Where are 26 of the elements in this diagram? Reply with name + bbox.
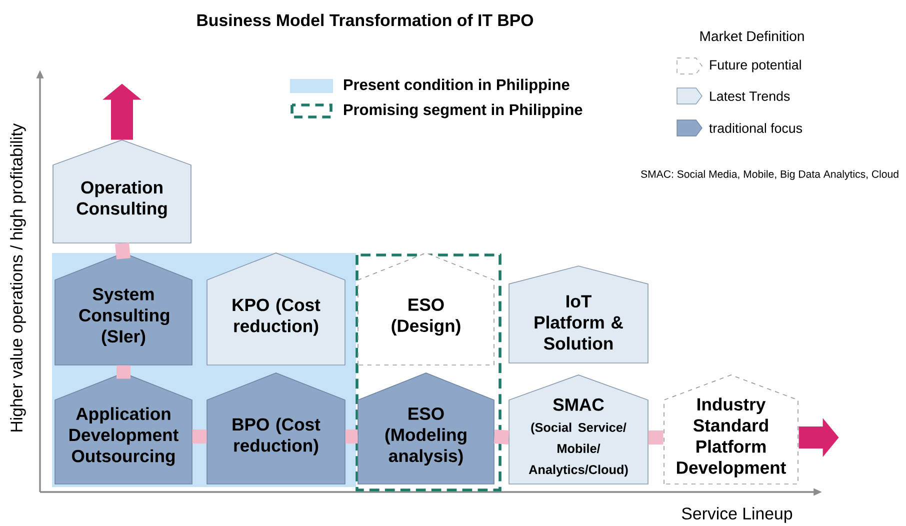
note: SMAC: Social Media, Mobile, Big Data Analytics, Cloud	[641, 170, 898, 180]
house-box: Operation Consulting	[52, 140, 192, 244]
legend-text: Future potential	[710, 60, 801, 72]
title: Business Model Transformation of IT BPO	[197, 14, 534, 26]
connector-bar	[345, 430, 358, 444]
house-box: IoT Platform & Solution	[508, 266, 648, 364]
legend-text: Latest Trends	[710, 91, 790, 101]
axis-label: Higher value operations / high profitability	[10, 123, 26, 432]
house-box: BPO (Cost reduction)	[206, 372, 346, 484]
legend-heading: Market Definition	[700, 30, 804, 42]
connector-bar	[494, 430, 510, 444]
connector-bar	[115, 242, 130, 260]
house-box: System Consulting (SIer)	[54, 252, 192, 366]
connector-bar	[648, 430, 664, 444]
house-box: KPO (Cost reduction)	[206, 252, 346, 366]
legend-text: Promising segment in Philippine	[344, 104, 582, 118]
house-box: Application Development Outsourcing	[54, 372, 192, 484]
house-box: ESO (Modeling analysis)	[358, 372, 494, 484]
house-box: Industry Standard Platform Development	[664, 374, 798, 484]
house-box: ESO (Design)	[358, 252, 494, 366]
legend-text: Present condition in Philippine	[344, 78, 570, 94]
house-box: SMAC (Social Service/Mobile/Analytics/Cloud)	[508, 374, 648, 484]
connector-bar	[116, 365, 130, 379]
axis-label: Service Lineup	[682, 507, 792, 523]
legend-text: traditional focus	[709, 123, 802, 133]
connector-bar	[192, 430, 207, 444]
